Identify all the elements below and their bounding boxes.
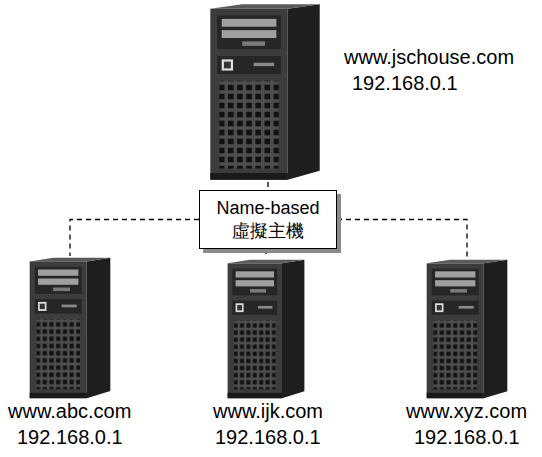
host-name: www.abc.com xyxy=(8,399,131,423)
server-icon xyxy=(228,260,305,398)
dashed-connector xyxy=(70,220,199,257)
server-icon xyxy=(30,258,111,398)
server-node: www.ijk.com192.168.0.1 xyxy=(226,258,306,400)
server-icon xyxy=(210,4,319,180)
server-node: www.jschouse.com192.168.0.1 xyxy=(208,2,322,182)
ip-address: 192.168.0.1 xyxy=(17,425,123,449)
server-icon xyxy=(427,260,508,398)
server-node: www.xyz.com192.168.0.1 xyxy=(425,258,509,400)
dashed-connector xyxy=(267,182,268,190)
host-name: www.ijk.com xyxy=(213,399,323,423)
host-name: www.jschouse.com xyxy=(344,45,514,69)
server-node: www.abc.com192.168.0.1 xyxy=(28,256,112,400)
dashed-connector xyxy=(337,220,467,259)
ip-address: 192.168.0.1 xyxy=(414,425,520,449)
host-name: www.xyz.com xyxy=(406,399,527,423)
ip-address: 192.168.0.1 xyxy=(352,71,458,95)
ip-address: 192.168.0.1 xyxy=(215,425,321,449)
box-label: Name-based 虛擬主機 xyxy=(209,197,327,242)
vhost-box: Name-based 虛擬主機 xyxy=(199,190,337,249)
dashed-connector xyxy=(265,249,266,258)
